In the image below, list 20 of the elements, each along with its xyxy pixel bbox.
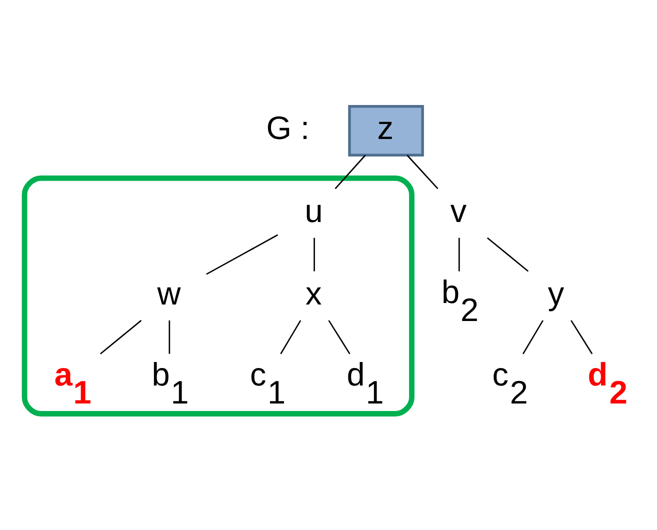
- node-text: y: [548, 274, 564, 311]
- node-text: v: [450, 192, 467, 228]
- connector: [280, 320, 302, 354]
- node-text: x: [305, 274, 322, 311]
- cluster: [22, 174, 414, 416]
- connector: [334, 154, 366, 189]
- label: G :: [266, 110, 310, 146]
- connector: [328, 320, 350, 354]
- connector: [522, 320, 544, 354]
- connector: [486, 236, 529, 272]
- node-box: z: [348, 104, 424, 156]
- node-text: u: [304, 192, 323, 228]
- connector: [406, 154, 438, 189]
- connector: [206, 234, 278, 274]
- connector: [100, 319, 142, 354]
- connector: [168, 320, 170, 354]
- connector: [314, 237, 315, 271]
- node-text: w: [157, 274, 181, 311]
- connector: [570, 320, 593, 354]
- connector: [458, 237, 460, 271]
